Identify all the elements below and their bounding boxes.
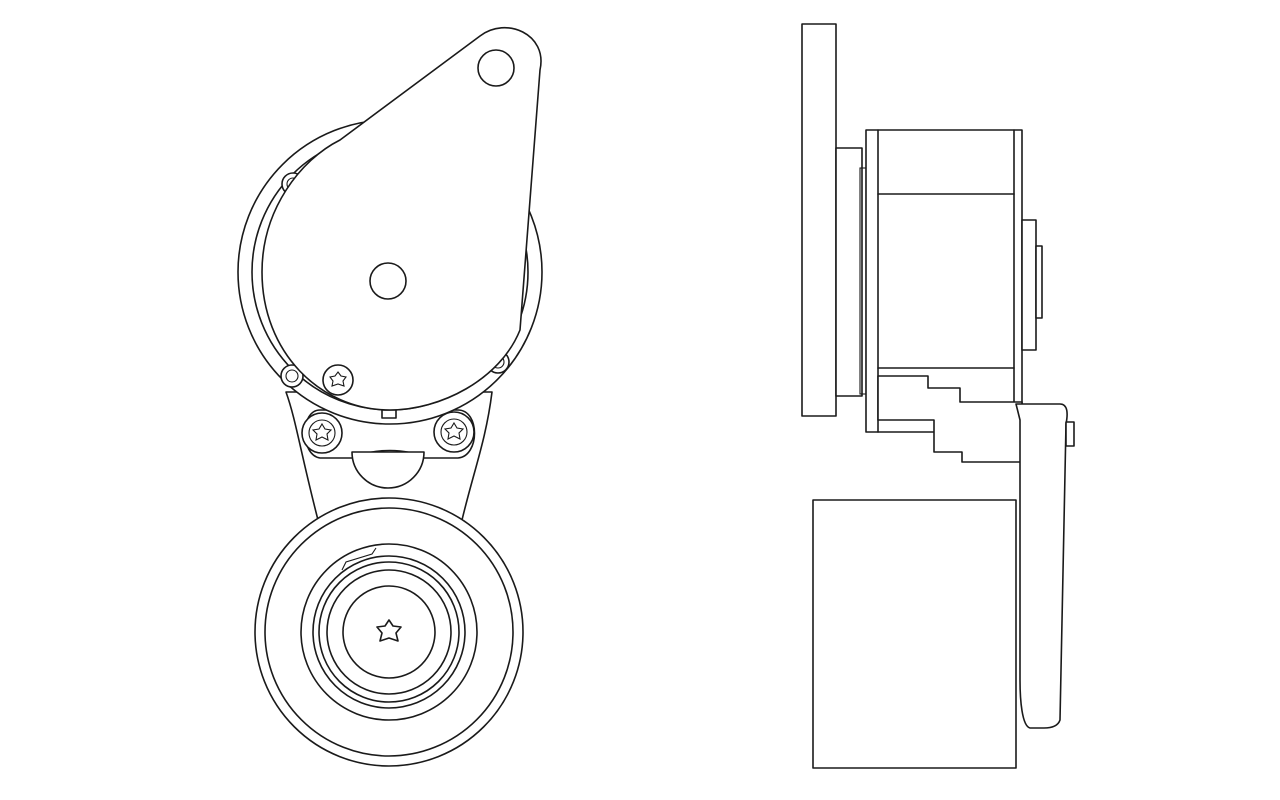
pulley-groove-3 [318,561,460,703]
pulley-groove-2 [312,555,466,709]
arm-cutout [351,451,425,489]
pulley-torx-bolt [376,619,402,642]
front-view [237,26,543,767]
side-cap-2 [1035,245,1043,319]
pulley-hub [342,585,436,679]
side-arm-knob [1065,421,1075,447]
side-cap [1021,219,1037,351]
pulley-groove-4 [326,569,452,695]
side-spacer [835,147,863,397]
pulley [254,497,524,767]
bracket-plate [261,26,542,411]
arm-bolt-right [433,411,475,453]
side-pulley-block [812,499,1017,769]
housing-screw-lower-left [280,364,304,388]
pulley-seal-lip [341,547,377,571]
side-mount-plate [801,23,837,417]
bracket-mount-hole [477,49,515,87]
pulley-rim [264,507,514,757]
side-view [801,23,1075,769]
pivot-hole [369,262,407,300]
side-arm-lever [1015,403,1068,729]
arm-bolt-left [301,412,343,454]
pulley-groove-1 [300,543,478,721]
bracket-torx-screw [322,364,354,396]
housing-notch [381,409,397,419]
